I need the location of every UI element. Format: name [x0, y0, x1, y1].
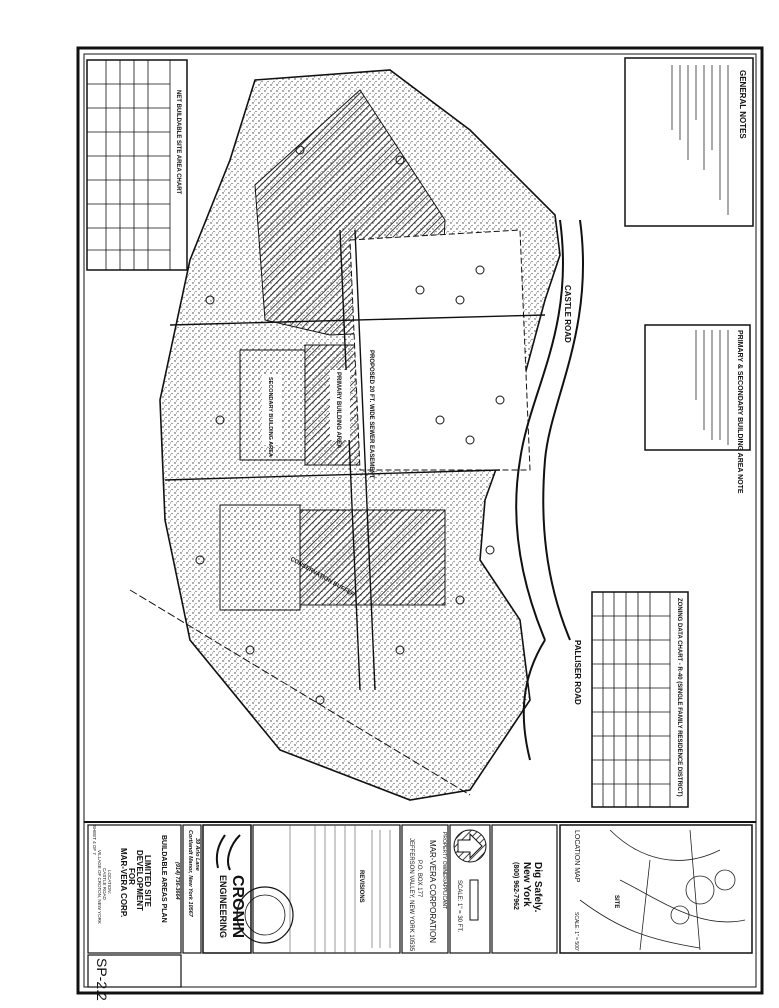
tree-symbols	[195, 145, 505, 705]
sheet-title: BUILDABLE AREAS PLAN	[160, 835, 167, 923]
location-line2: VILLAGE OF CROTON, NEW YORK	[97, 850, 102, 924]
north-scale-box	[449, 824, 491, 954]
zoning-data-chart: ZONING DATA CHART - R-40 (SINGLE FAMILY …	[591, 591, 689, 808]
palliser-road-label: PALLISER ROAD	[573, 640, 582, 705]
engineer-name: CRONIN	[229, 875, 246, 938]
secondary-building-area-3	[219, 504, 301, 611]
project-line2: DEVELOPMENT	[135, 850, 144, 911]
revisions-box	[252, 824, 401, 954]
lot-line	[164, 469, 501, 481]
sheet-number: SP-2.2	[94, 958, 110, 1001]
castle-road-edge	[515, 219, 564, 641]
primary-area-label: PRIMARY BUILDING AREA	[335, 372, 341, 449]
dig-safely-phone: (800) 962-7962	[512, 862, 519, 910]
location-map	[559, 824, 753, 954]
engineer-logo-icon	[215, 834, 241, 871]
scale-bar	[469, 879, 479, 921]
owner-box	[401, 824, 449, 954]
owner-label: PROPERTY OWNER/APPLICANT	[441, 832, 447, 909]
net-buildable-title: NET BUILDABLE SITE AREA CHART	[175, 90, 181, 195]
engineer-address2: Cortlandt Manor, New York 10567	[187, 830, 193, 918]
location-line1: CASTLE ROAD	[102, 868, 107, 901]
sewer-easement-line	[339, 229, 361, 691]
existing-house-lot	[349, 229, 531, 471]
location-label: LOCATION:	[107, 870, 112, 894]
castle-road-label: CASTLE ROAD	[563, 285, 572, 343]
engineer-phone: (914) 736-3664	[174, 862, 180, 900]
zoning-chart-title: ZONING DATA CHART - R-40 (SINGLE FAMILY …	[676, 598, 682, 797]
dig-safely-box	[491, 824, 558, 954]
title-block: LOCATION MAP SCALE: 1" = 500' SITE Dig S…	[84, 821, 756, 1001]
engineer-logo-box	[202, 824, 252, 954]
palliser-road-edge	[522, 639, 546, 761]
sheet-title-box	[87, 824, 182, 954]
building-area-note-title: PRIMARY & SECONDARY BUILDING AREA NOTE	[736, 330, 743, 494]
sheet-of: SHEET 4 OF 7	[92, 825, 97, 855]
project-line4: MAR-VERA CORP.	[119, 848, 128, 917]
engineer-address1: 39 Arlo Lane	[194, 838, 200, 871]
site-plan: CASTLE ROAD PALLISER ROAD PROPOSED 20 FT…	[129, 69, 585, 801]
site-label: SITE	[613, 895, 619, 908]
engineer-seal	[236, 886, 294, 944]
secondary-area-label: SECONDARY BUILDING AREA	[267, 377, 273, 457]
general-notes-title: GENERAL NOTES	[738, 70, 747, 139]
conservation-buffer-line	[129, 589, 471, 796]
owner-address2: JEFFERSON VALLEY, NEW YORK 10535	[408, 838, 414, 952]
general-notes-box: GENERAL NOTES	[624, 57, 754, 227]
dig-safely-line1: Dig Safely.	[532, 862, 543, 913]
project-line1: LIMITED SITE	[143, 855, 152, 908]
primary-building-area-3	[299, 509, 446, 606]
revisions-title: REVISIONS	[358, 870, 364, 903]
location-map-title: LOCATION MAP	[573, 830, 580, 883]
building-area-note-box: PRIMARY & SECONDARY BUILDING AREA NOTE	[644, 324, 751, 494]
location-map-scale: SCALE: 1" = 500'	[573, 912, 579, 951]
lot-line	[169, 314, 546, 326]
owner-address1: P.O. BOX 177	[416, 860, 422, 898]
castle-road-edge	[542, 219, 585, 641]
sheet-border	[76, 46, 764, 995]
scale-label: SCALE: 1" = 30 FT.	[456, 880, 462, 932]
sewer-easement-label: PROPOSED 20 FT. WIDE SEWER EASEMENT	[368, 350, 374, 479]
sewer-easement-line	[354, 229, 376, 691]
dig-safely-line2: New York	[521, 862, 532, 907]
net-buildable-chart: NET BUILDABLE SITE AREA CHART	[86, 59, 188, 271]
engineer-name2: ENGINEERING	[218, 875, 228, 938]
inner-border	[83, 53, 757, 988]
owner-name: MAR-VERA CORPORATION	[428, 840, 437, 943]
project-line3: FOR	[127, 868, 136, 885]
